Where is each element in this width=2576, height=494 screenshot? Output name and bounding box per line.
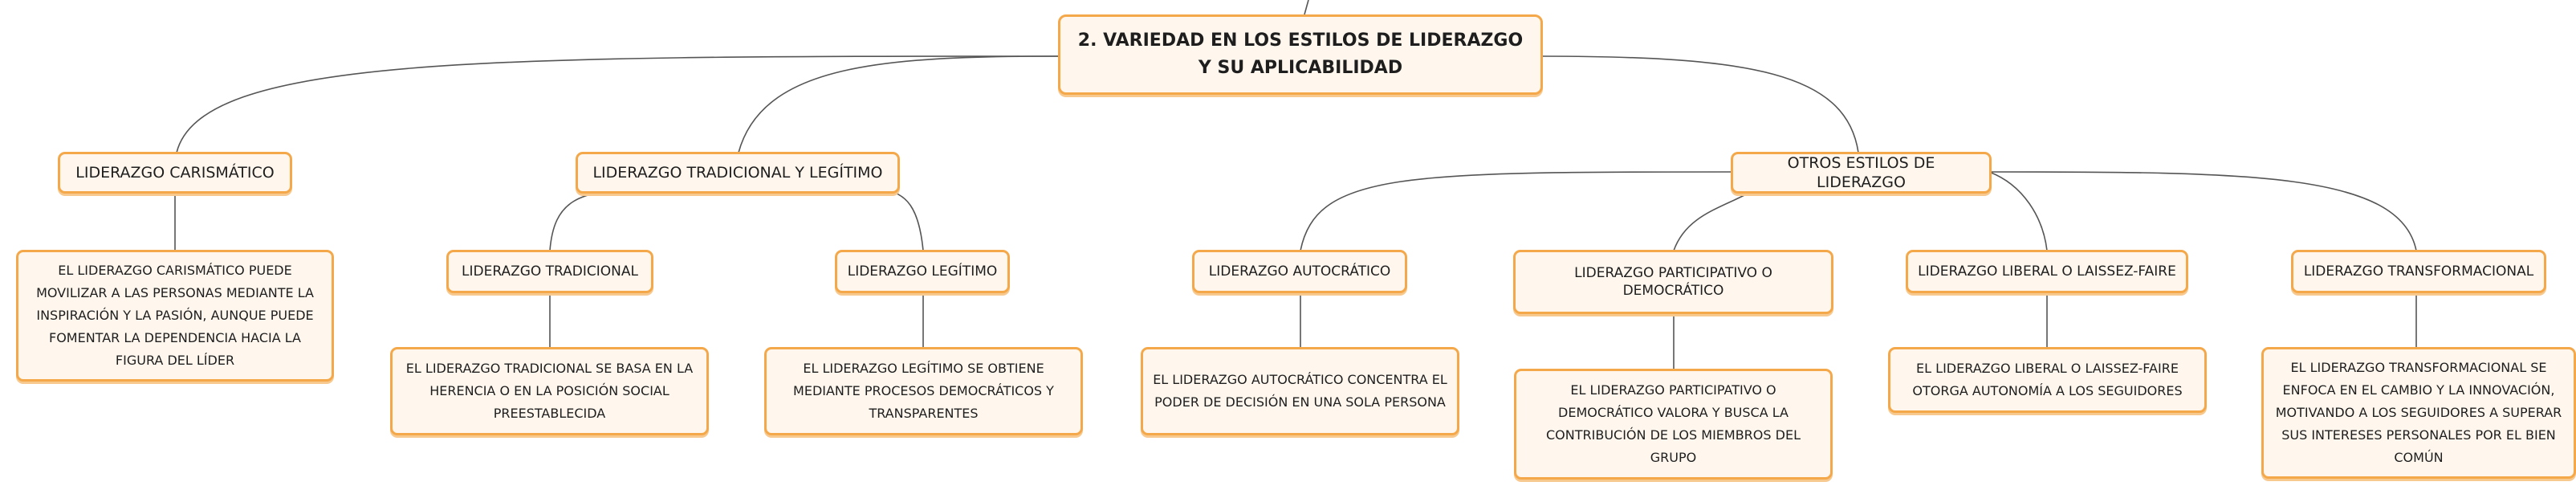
node-liderazgo-tradicional-legitimo[interactable]: LIDERAZGO TRADICIONAL Y LEGÍTIMO <box>576 152 900 194</box>
node-liderazgo-tradicional[interactable]: LIDERAZGO TRADICIONAL <box>446 250 653 293</box>
connector-root-top <box>1304 0 1309 15</box>
node-label: LIDERAZGO LEGÍTIMO <box>847 263 998 280</box>
node-label: LIDERAZGO AUTOCRÁTICO <box>1208 263 1391 280</box>
desc-liderazgo-autocratico[interactable]: EL LIDERAZGO AUTOCRÁTICO CONCENTRA EL PO… <box>1141 347 1459 435</box>
desc-text: EL LIDERAZGO LIBERAL O LAISSEZ-FAIRE OTO… <box>1912 361 2183 398</box>
node-label: LIDERAZGO PARTICIPATIVO O DEMOCRÁTICO <box>1574 265 1772 299</box>
desc-text: EL LIDERAZGO TRANSFORMACIONAL SE ENFOCA … <box>2275 360 2562 465</box>
node-label: OTROS ESTILOS DE LIDERAZGO <box>1787 154 1935 191</box>
connector-root-otros <box>1540 55 1859 153</box>
desc-liderazgo-tradicional[interactable]: EL LIDERAZGO TRADICIONAL SE BASA EN LA H… <box>390 347 709 435</box>
node-otros-estilos[interactable]: OTROS ESTILOS DE LIDERAZGO <box>1731 152 1992 194</box>
desc-liderazgo-liberal[interactable]: EL LIDERAZGO LIBERAL O LAISSEZ-FAIRE OTO… <box>1888 347 2207 413</box>
node-label: LIDERAZGO LIBERAL O LAISSEZ-FAIRE <box>1918 263 2176 280</box>
desc-liderazgo-legitimo[interactable]: EL LIDERAZGO LEGÍTIMO SE OBTIENE MEDIANT… <box>764 347 1083 435</box>
node-liderazgo-carismatico[interactable]: LIDERAZGO CARISMÁTICO <box>58 152 292 194</box>
desc-liderazgo-participativo[interactable]: EL LIDERAZGO PARTICIPATIVO O DEMOCRÁTICO… <box>1514 369 1833 480</box>
connector-tl-tradicional <box>549 189 643 251</box>
desc-text: EL LIDERAZGO TRADICIONAL SE BASA EN LA H… <box>405 361 694 421</box>
connector-otros-participativo <box>1673 194 1747 251</box>
desc-text: EL LIDERAZGO AUTOCRÁTICO CONCENTRA EL PO… <box>1153 372 1447 410</box>
connector-root-carismatico <box>176 55 1059 153</box>
desc-text: EL LIDERAZGO CARISMÁTICO PUEDE MOVILIZAR… <box>36 263 314 368</box>
node-liderazgo-participativo[interactable]: LIDERAZGO PARTICIPATIVO O DEMOCRÁTICO <box>1513 250 1833 314</box>
desc-text: EL LIDERAZGO PARTICIPATIVO O DEMOCRÁTICO… <box>1546 382 1801 465</box>
desc-text: EL LIDERAZGO LEGÍTIMO SE OBTIENE MEDIANT… <box>793 361 1054 421</box>
connector-otros-autocratico <box>1300 171 1735 251</box>
node-liderazgo-liberal[interactable]: LIDERAZGO LIBERAL O LAISSEZ-FAIRE <box>1906 250 2188 293</box>
node-liderazgo-legitimo[interactable]: LIDERAZGO LEGÍTIMO <box>835 250 1010 293</box>
connector-otros-liberal <box>1988 171 2048 251</box>
desc-liderazgo-transformacional[interactable]: EL LIDERAZGO TRANSFORMACIONAL SE ENFOCA … <box>2261 347 2576 479</box>
node-label: LIDERAZGO CARISMÁTICO <box>75 164 275 182</box>
node-label: LIDERAZGO TRADICIONAL <box>462 263 638 280</box>
root-node[interactable]: 2. VARIEDAD EN LOS ESTILOS DE LIDERAZGO … <box>1058 14 1543 95</box>
desc-liderazgo-carismatico[interactable]: EL LIDERAZGO CARISMÁTICO PUEDE MOVILIZAR… <box>16 250 334 382</box>
connector-root-tradicional-legitimo <box>738 55 1059 153</box>
node-liderazgo-autocratico[interactable]: LIDERAZGO AUTOCRÁTICO <box>1192 250 1407 293</box>
node-label: LIDERAZGO TRADICIONAL Y LEGÍTIMO <box>592 164 883 182</box>
connector-otros-transformacional <box>1988 171 2417 251</box>
node-label: LIDERAZGO TRANSFORMACIONAL <box>2303 263 2534 280</box>
connector-tl-legitimo <box>882 189 924 251</box>
node-liderazgo-transformacional[interactable]: LIDERAZGO TRANSFORMACIONAL <box>2291 250 2546 293</box>
root-text: 2. VARIEDAD EN LOS ESTILOS DE LIDERAZGO … <box>1077 31 1524 78</box>
